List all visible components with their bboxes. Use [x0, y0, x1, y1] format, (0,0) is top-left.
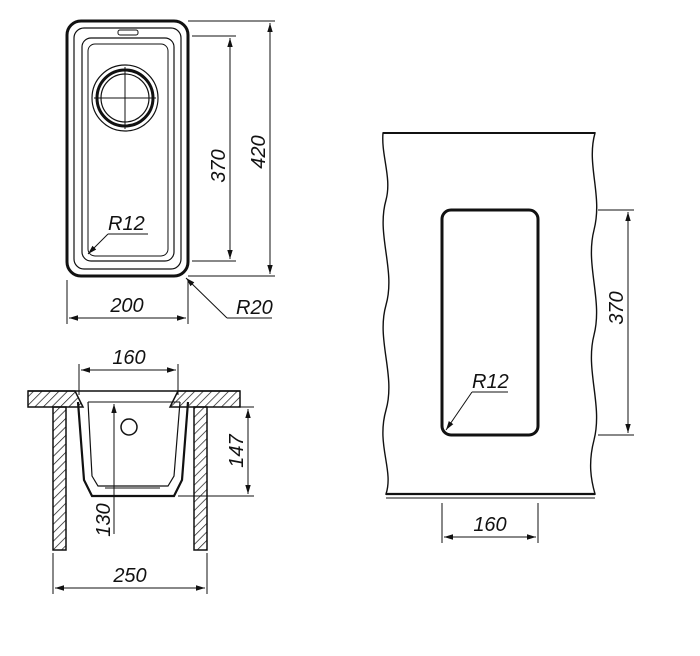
cutout-r12-label: R12 — [472, 371, 509, 393]
dim-130-label: 130 — [93, 503, 115, 536]
dim-420-label: 420 — [248, 135, 270, 168]
dim-250-label: 250 — [112, 565, 146, 587]
countertop-left — [27, 390, 85, 408]
overflow-hole — [120, 418, 138, 436]
dim-160-section-label: 160 — [112, 347, 145, 369]
bowl-inner-wall — [87, 401, 181, 487]
cutout-dim-160-label: 160 — [473, 514, 506, 536]
overflow-slot — [117, 29, 139, 36]
dim-147-label: 147 — [226, 433, 248, 467]
sink-inner-rim — [73, 27, 182, 270]
sink-bowl-bottom — [87, 43, 169, 257]
dim-200-label: 200 — [109, 295, 143, 317]
r12-leader — [87, 233, 109, 255]
r20-label: R20 — [236, 297, 273, 319]
top-view: R12 370 420 R20 200 — [65, 19, 275, 324]
bowl-outer-wall — [76, 401, 190, 498]
sink-outer-rim — [65, 19, 190, 278]
cabinet-wall-left — [52, 406, 67, 551]
sink-bowl — [81, 37, 175, 262]
cutout-view: R12 370 160 — [382, 132, 634, 543]
drain-outer — [91, 64, 159, 132]
dim-370-label: 370 — [208, 149, 230, 182]
cutout-opening — [440, 208, 540, 437]
countertop-right — [168, 390, 241, 408]
cutout-dim-370-label: 370 — [606, 291, 628, 324]
countertop-panel — [382, 132, 598, 495]
r12-label: R12 — [108, 213, 145, 235]
cutout-r12-leader — [445, 391, 473, 431]
section-view: 160 147 130 250 — [27, 347, 254, 594]
r20-leader — [185, 277, 228, 319]
cabinet-wall-right — [193, 406, 208, 551]
